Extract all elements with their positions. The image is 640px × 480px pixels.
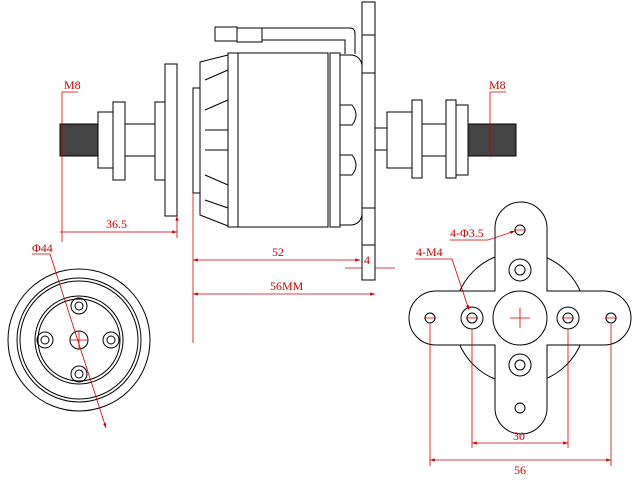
- mount-plate: [361, 1, 376, 281]
- diameter-label: Φ44: [32, 241, 53, 255]
- inner-spacing-label: 30: [513, 429, 525, 443]
- front-holes: [36, 297, 120, 383]
- outer-holes-label: 4-Φ3.5: [450, 226, 484, 240]
- adapter-length-label: 36.5: [106, 217, 127, 231]
- motor-body: [192, 26, 375, 228]
- mount-thickness-label: 4: [364, 253, 370, 267]
- right-shaft: [374, 99, 517, 179]
- outer-spacing-label: 56: [514, 463, 526, 477]
- front-view: Φ44: [7, 241, 151, 429]
- body-length-label: 52: [272, 245, 284, 259]
- left-prop-adapter: [59, 63, 178, 217]
- left-thread-label: M8: [64, 78, 81, 92]
- side-dimensions: [60, 91, 506, 343]
- right-thread-label: M8: [489, 78, 506, 92]
- inner-holes-label: 4-M4: [416, 245, 443, 259]
- total-length-label: 56MM: [270, 279, 304, 293]
- mount-view: 4-Φ3.5 4-M4 30 56: [408, 201, 632, 477]
- side-view: M8 M8 36.5 52 4 56MM: [59, 1, 517, 343]
